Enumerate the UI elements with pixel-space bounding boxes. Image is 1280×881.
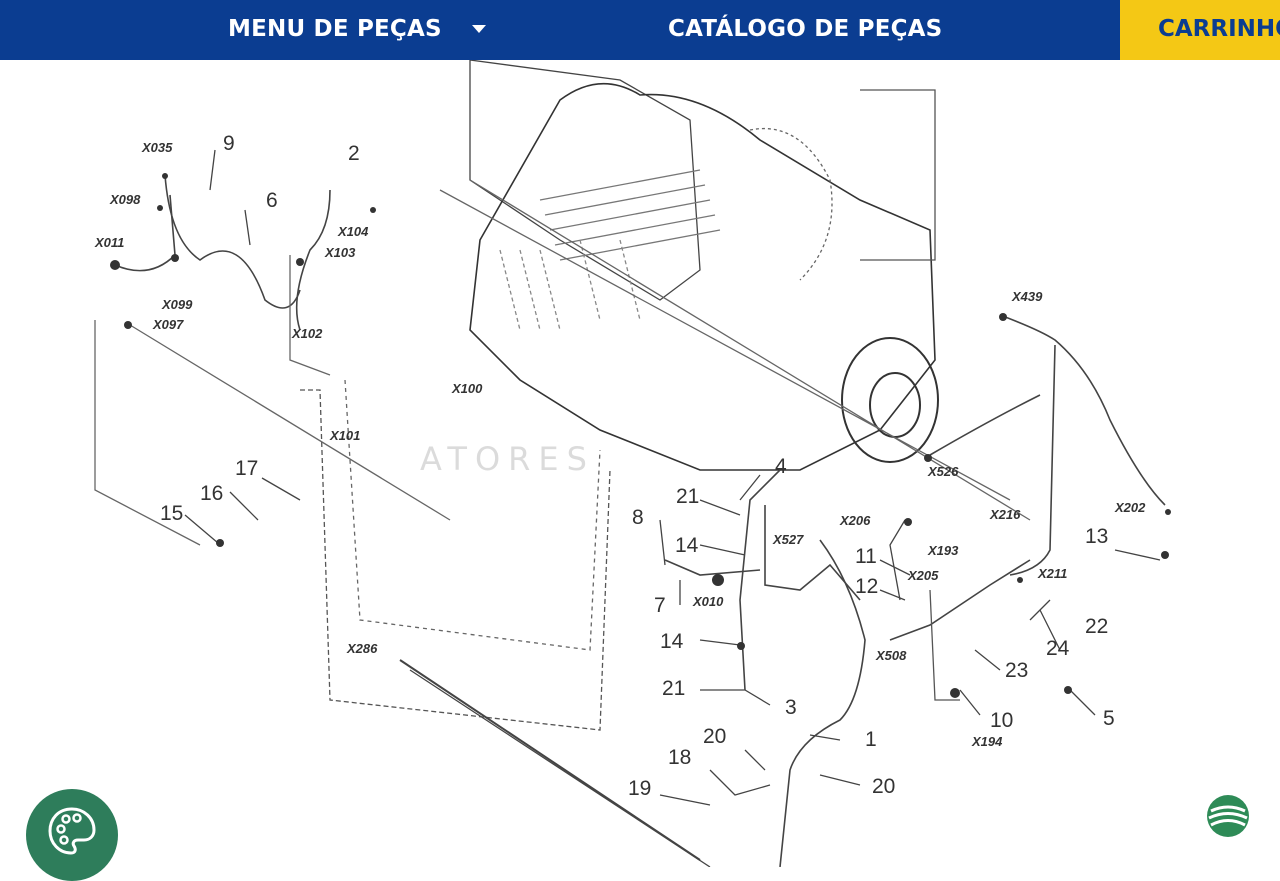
part-number-4: 4 [775,455,787,478]
connector-X526: X526 [927,464,959,479]
cart-label: CARRINHO [1158,16,1280,42]
part-number-21: 21 [676,485,699,508]
part-number-15: 15 [160,502,183,525]
part-number-12: 12 [855,575,878,598]
theme-palette-button[interactable] [26,789,118,881]
top-navigation-bar: MENU DE PEÇAS CATÁLOGO DE PEÇAS CARRINHO [0,0,1280,60]
part-number-18: 18 [668,746,691,769]
menu-pecas-link[interactable]: MENU DE PEÇAS [228,16,442,42]
part-number-6: 6 [266,189,278,212]
part-number-24: 24 [1046,637,1070,660]
parts-exploded-diagram: 9 2 6 17 16 15 4 21 8 14 7 14 21 3 20 18… [0,60,1280,867]
connector-X286: X286 [346,641,378,656]
connector-X011: X011 [94,235,124,250]
part-number-14b: 14 [660,630,684,653]
connector-X102: X102 [291,326,323,341]
connector-X206: X206 [839,513,871,528]
part-number-20b: 20 [872,775,895,798]
brand-logo-icon [1205,793,1251,839]
part-number-1: 1 [865,728,877,751]
palette-icon [48,807,96,855]
part-number-17: 17 [235,457,258,480]
connector-X010: X010 [692,594,724,609]
connector-X527: X527 [772,532,804,547]
connector-X216: X216 [989,507,1021,522]
connector-X439: X439 [1011,289,1043,304]
connector-X193: X193 [927,543,959,558]
cart-button[interactable]: CARRINHO [1120,0,1280,60]
part-number-9: 9 [223,132,235,155]
part-number-19: 19 [628,777,651,800]
part-number-20: 20 [703,725,726,748]
connector-X508: X508 [875,648,907,663]
connector-X099: X099 [161,297,193,312]
part-number-11: 11 [855,545,877,568]
part-number-8: 8 [632,506,644,529]
connector-X103: X103 [324,245,356,260]
chevron-down-icon[interactable] [472,25,486,33]
part-number-5: 5 [1103,707,1115,730]
connector-X035: X035 [141,140,173,155]
catalogo-pecas-link[interactable]: CATÁLOGO DE PEÇAS [668,16,943,42]
part-number-21b: 21 [662,677,685,700]
part-number-16: 16 [200,482,223,505]
part-number-14: 14 [675,534,699,557]
connector-X104: X104 [337,224,369,239]
part-number-7: 7 [654,594,666,617]
watermark-text: ATORES [420,440,595,478]
connector-X100: X100 [451,381,483,396]
connector-X205: X205 [907,568,939,583]
connector-X194: X194 [971,734,1003,749]
part-number-22: 22 [1085,615,1108,638]
part-number-3: 3 [785,696,797,719]
part-number-13: 13 [1085,525,1108,548]
connector-X097: X097 [152,317,184,332]
connector-X202: X202 [1114,500,1146,515]
diagram-labels: 9 2 6 17 16 15 4 21 8 14 7 14 21 3 20 18… [94,132,1146,800]
part-number-10: 10 [990,709,1013,732]
part-number-23: 23 [1005,659,1028,682]
diagram-drawing [94,60,1171,867]
connector-X098: X098 [109,192,141,207]
part-number-2: 2 [348,142,360,165]
connector-X101: X101 [329,428,360,443]
connector-X211: X211 [1037,566,1067,581]
